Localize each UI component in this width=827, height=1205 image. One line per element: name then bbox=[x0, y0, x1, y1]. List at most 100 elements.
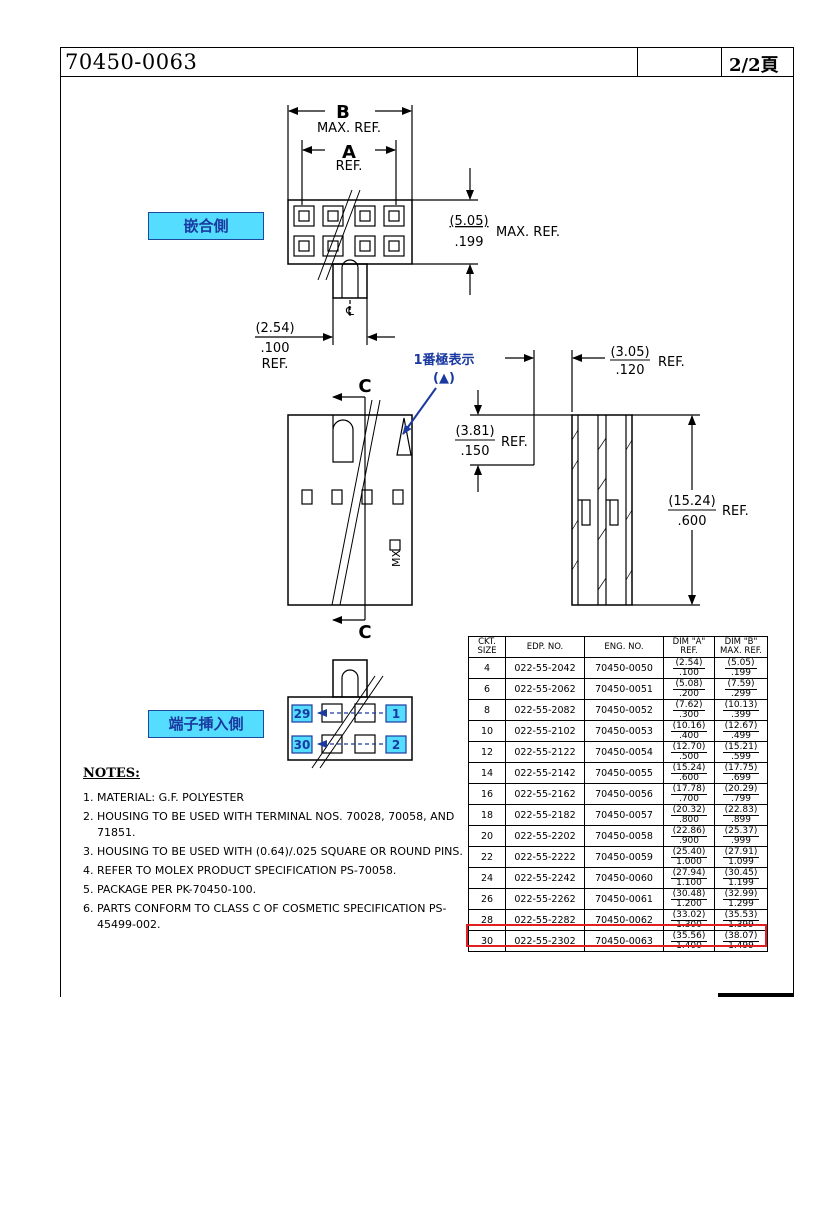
notes-section: NOTES: 1.MATERIAL: G.F. POLYESTER 2.HOUS… bbox=[83, 766, 463, 936]
title-bar: 70450-0063 2/2頁 bbox=[60, 47, 794, 77]
dim-b-in: 1.299 bbox=[728, 898, 754, 909]
dim-a-mm: (22.86) bbox=[670, 825, 708, 837]
dim-b-in: .799 bbox=[730, 793, 752, 804]
height-in: .199 bbox=[455, 235, 484, 250]
note-item: 4.REFER TO MOLEX PRODUCT SPECIFICATION P… bbox=[83, 864, 397, 877]
cell-dim-b: (25.37).999 bbox=[714, 825, 768, 847]
cell-edp-no: 022-55-2242 bbox=[505, 867, 585, 889]
side-view bbox=[287, 393, 413, 624]
pin-1-label: 1 bbox=[392, 707, 400, 721]
cell-dim-a: (5.08).200 bbox=[663, 678, 715, 700]
cell-eng-no: 70450-0057 bbox=[584, 804, 664, 826]
section-label-bottom: C bbox=[358, 622, 371, 643]
dim-b-mm: (12.67) bbox=[722, 720, 760, 732]
cell-edp-no: 022-55-2102 bbox=[505, 720, 585, 742]
cell-ckt-size: 10 bbox=[468, 720, 506, 742]
cell-edp-no: 022-55-2042 bbox=[505, 657, 585, 679]
cell-dim-b: (10.13).399 bbox=[714, 699, 768, 721]
header-edp-no: EDP. NO. bbox=[505, 636, 585, 658]
cell-dim-b: (12.67).499 bbox=[714, 720, 768, 742]
dim-a-mm: (5.08) bbox=[673, 678, 705, 690]
cell-edp-no: 022-55-2222 bbox=[505, 846, 585, 868]
pitch-ref: REF. bbox=[262, 357, 289, 372]
cell-eng-no: 70450-0059 bbox=[584, 846, 664, 868]
note-item: 3.HOUSING TO BE USED WITH (0.64)/.025 SQ… bbox=[83, 845, 463, 858]
section-view-text: (3.05) .120 REF. (3.81) .150 REF. (15.24… bbox=[455, 345, 749, 529]
cell-edp-no: 022-55-2182 bbox=[505, 804, 585, 826]
section-view bbox=[470, 350, 700, 606]
cell-dim-a: (15.24).600 bbox=[663, 762, 715, 784]
dim-a-mm: (7.62) bbox=[673, 699, 705, 711]
dim-b-mm: (17.75) bbox=[722, 762, 760, 774]
dim-b-note: MAX. REF. bbox=[317, 121, 381, 136]
dim-b-label: B bbox=[336, 102, 350, 123]
part-number-title: 70450-0063 bbox=[65, 50, 198, 74]
cell-dim-a: (10.16).400 bbox=[663, 720, 715, 742]
sheet-border-left bbox=[60, 77, 61, 997]
cell-eng-no: 70450-0054 bbox=[584, 741, 664, 763]
cell-dim-b: (17.75).699 bbox=[714, 762, 768, 784]
dim-b-in: 1.199 bbox=[728, 877, 754, 888]
width-mm: (3.05) bbox=[610, 345, 649, 360]
title-divider bbox=[637, 48, 638, 76]
dim-a-in: .700 bbox=[678, 793, 700, 804]
dim-a-in: .600 bbox=[678, 772, 700, 783]
dim-a-in: .400 bbox=[678, 730, 700, 741]
header-dim-a: DIM "A" REF. bbox=[663, 636, 715, 658]
pin1-label: 1番極表示 bbox=[413, 352, 474, 368]
dim-b-in: .199 bbox=[730, 667, 752, 678]
cell-eng-no: 70450-0051 bbox=[584, 678, 664, 700]
cell-dim-b: (5.05).199 bbox=[714, 657, 768, 679]
cell-eng-no: 70450-0061 bbox=[584, 888, 664, 910]
dim-a-mm: (27.94) bbox=[670, 867, 708, 879]
dim-b-mm: (20.29) bbox=[722, 783, 760, 795]
depth-in: .150 bbox=[461, 444, 490, 459]
cell-eng-no: 70450-0050 bbox=[584, 657, 664, 679]
header-eng-no: ENG. NO. bbox=[584, 636, 664, 658]
note-item: 5.PACKAGE PER PK-70450-100. bbox=[83, 883, 257, 896]
mating-face-view bbox=[255, 105, 478, 345]
cell-ckt-size: 26 bbox=[468, 888, 506, 910]
cell-ckt-size: 16 bbox=[468, 783, 506, 805]
sheet-border-right bbox=[793, 77, 794, 997]
title-divider bbox=[721, 48, 722, 76]
dim-a-in: .300 bbox=[678, 709, 700, 720]
sheet-corner-bar bbox=[718, 993, 794, 997]
side-view-text: C C MX bbox=[358, 376, 403, 643]
dim-b-mm: (30.45) bbox=[722, 867, 760, 879]
note-item: 6.PARTS CONFORM TO CLASS C OF COSMETIC S… bbox=[83, 902, 447, 931]
dim-b-mm: (5.05) bbox=[725, 657, 757, 669]
header-ckt-size: CKT. SIZE bbox=[468, 636, 506, 658]
cell-ckt-size: 4 bbox=[468, 657, 506, 679]
cell-dim-a: (20.32).800 bbox=[663, 804, 715, 826]
section-label-top: C bbox=[358, 376, 371, 397]
cell-dim-a: (7.62).300 bbox=[663, 699, 715, 721]
cell-ckt-size: 6 bbox=[468, 678, 506, 700]
cell-eng-no: 70450-0053 bbox=[584, 720, 664, 742]
pin-labels: 29 30 1 2 bbox=[291, 704, 407, 754]
depth-mm: (3.81) bbox=[455, 424, 494, 439]
notes-title: NOTES: bbox=[83, 766, 140, 781]
cell-dim-b: (20.29).799 bbox=[714, 783, 768, 805]
dim-b-in: .499 bbox=[730, 730, 752, 741]
dim-a-in: .100 bbox=[678, 667, 700, 678]
note-item: 1.MATERIAL: G.F. POLYESTER bbox=[83, 791, 245, 804]
mx-marking: MX bbox=[390, 550, 403, 567]
length-in: .600 bbox=[678, 514, 707, 529]
header-dim-b: DIM "B" MAX. REF. bbox=[714, 636, 768, 658]
length-mm: (15.24) bbox=[668, 494, 715, 509]
dim-b-mm: (22.83) bbox=[722, 804, 760, 816]
cell-eng-no: 70450-0052 bbox=[584, 699, 664, 721]
dim-a-label: A bbox=[342, 142, 356, 163]
dim-a-mm: (15.24) bbox=[670, 762, 708, 774]
cell-dim-b: (7.59).299 bbox=[714, 678, 768, 700]
dim-b-in: .899 bbox=[730, 814, 752, 825]
